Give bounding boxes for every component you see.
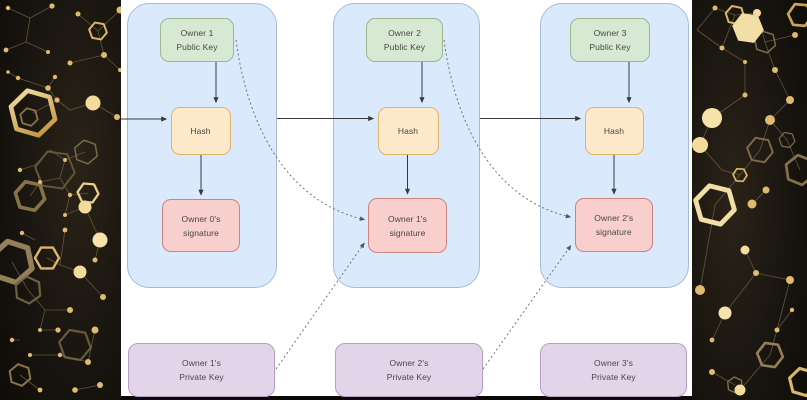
public-key-1-line1: Owner 1 bbox=[180, 28, 214, 38]
signature-3-line2: signature bbox=[595, 227, 632, 237]
hash-2-label: Hash bbox=[397, 125, 419, 136]
blockchain-decoration-right bbox=[692, 0, 807, 400]
private-key-1-line1: Owner 1's bbox=[182, 358, 221, 368]
signature-box-2: Owner 1's signature bbox=[368, 198, 447, 253]
hash-3-label: Hash bbox=[603, 125, 625, 136]
public-key-2-line2: Public Key bbox=[383, 42, 426, 52]
public-key-2-line1: Owner 2 bbox=[388, 28, 421, 38]
public-key-3-line2: Public Key bbox=[589, 42, 631, 52]
hash-box-3: Hash bbox=[584, 106, 644, 155]
signature-box-1: Owner 0's signature bbox=[162, 199, 240, 252]
public-key-box-2: Owner 2 Public Key bbox=[366, 18, 443, 62]
private-key-box-3: Owner 3's Private Key bbox=[540, 343, 687, 397]
signature-box-3: Owner 2's signature bbox=[574, 198, 653, 252]
public-key-box-1: Owner 1 Public Key bbox=[160, 18, 234, 62]
private-key-3-line2: Private Key bbox=[591, 372, 636, 382]
private-key-1-line2: Private Key bbox=[179, 372, 224, 382]
private-key-3-line1: Owner 3's bbox=[594, 358, 633, 368]
public-key-3-line1: Owner 3 bbox=[593, 28, 627, 38]
blockchain-decoration-left bbox=[0, 0, 121, 400]
private-key-2-line1: Owner 2's bbox=[389, 358, 429, 368]
hash-1-label: Hash bbox=[190, 125, 211, 136]
private-key-2-line2: Private Key bbox=[386, 372, 432, 382]
public-key-1-line2: Public Key bbox=[176, 42, 218, 52]
signature-2-line1: Owner 1's bbox=[388, 213, 427, 224]
signature-1-line1: Owner 0's bbox=[181, 213, 221, 224]
public-key-box-3: Owner 3 Public Key bbox=[570, 18, 650, 62]
private-key-box-1: Owner 1's Private Key bbox=[128, 343, 275, 397]
hash-box-1: Hash bbox=[170, 106, 231, 155]
private-key-box-2: Owner 2's Private Key bbox=[335, 343, 483, 397]
signature-2-line2: signature bbox=[389, 227, 426, 238]
signature-3-line1: Owner 2's bbox=[594, 213, 634, 223]
hash-box-2: Hash bbox=[377, 106, 439, 155]
signature-1-line2: signature bbox=[183, 227, 219, 238]
